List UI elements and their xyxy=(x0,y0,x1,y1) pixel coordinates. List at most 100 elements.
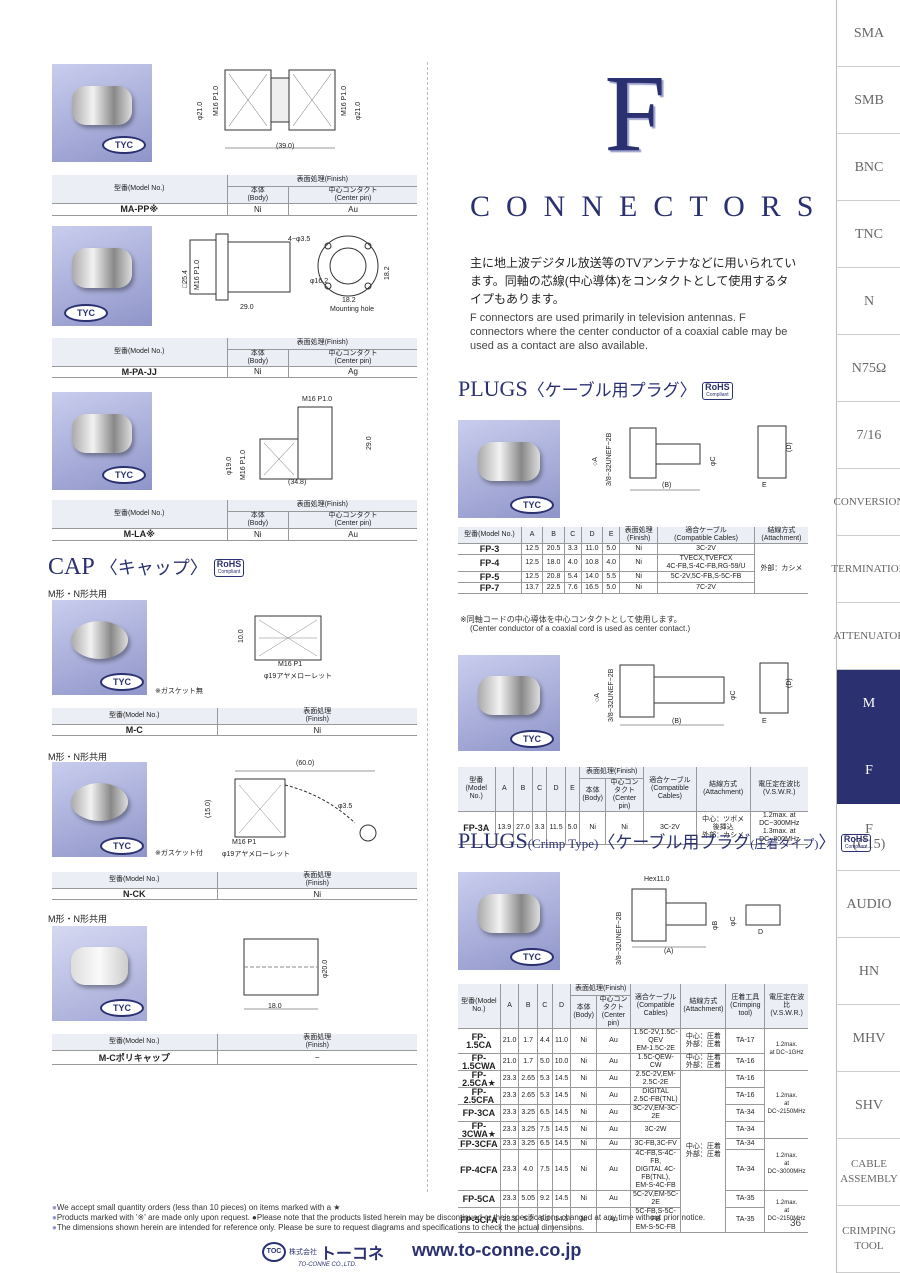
dim-t1: M16 P1.0 xyxy=(213,86,220,116)
col-body: 本体 (Body) xyxy=(570,995,597,1029)
cell: 23.3 xyxy=(499,1087,519,1105)
cell: 中心：ツボメ後挿込 外部：カシメ xyxy=(695,811,751,845)
side-tab-smb[interactable]: SMB xyxy=(837,67,900,134)
cell: 7.5 xyxy=(536,1121,553,1139)
vswr-cell: 1.2max. at DC~2150MHz xyxy=(764,1190,808,1233)
dim-w2: 18.2 xyxy=(342,297,356,304)
cell: 12.5 xyxy=(520,571,543,583)
dim-c: φC xyxy=(710,456,717,466)
model-m-pa-jj: M-PA-JJ xyxy=(52,366,227,378)
side-tab-bnc[interactable]: BNC xyxy=(837,134,900,201)
side-tab-attenuator[interactable]: ATTENUATOR xyxy=(833,603,900,670)
cell: 7.5 xyxy=(536,1149,553,1191)
n-ck-drawing xyxy=(234,770,377,842)
cell: 11.0 xyxy=(551,1028,571,1054)
model-cell: FP-4CFA xyxy=(458,1149,501,1191)
plugs-col: 型番(Model No.) xyxy=(458,527,522,544)
cell: 3C-2V xyxy=(643,811,697,845)
cell: TVECX,TVEFCX 4C-FB,S-4C-FB,RG-59/U xyxy=(657,554,755,572)
cell: 1.5C-QEW-CW xyxy=(629,1053,681,1071)
side-tab-conversion[interactable]: CONVERSION xyxy=(834,469,900,536)
model-cell: FP-2.5CA★ xyxy=(458,1070,501,1088)
col-model: 型番(Model No.) xyxy=(52,175,227,204)
tyc-logo: TYC xyxy=(100,999,144,1017)
dim-a: (A) xyxy=(664,948,674,955)
col: C xyxy=(531,767,547,812)
model-cell: FP-3CFA xyxy=(458,1138,501,1150)
side-tab-m[interactable]: M xyxy=(837,670,900,737)
col-body: 本体 (Body) xyxy=(579,778,606,812)
m-la-drawing xyxy=(259,406,333,480)
cell: 7C-2V xyxy=(657,582,755,594)
side-tab-f[interactable]: F xyxy=(837,737,900,804)
company-url[interactable]: www.to-conne.co.jp xyxy=(412,1240,582,1260)
footer-note: ●We accept small quantity orders (less t… xyxy=(52,1203,705,1213)
cell: 5.2 xyxy=(518,1207,538,1233)
vswr-cell: 1.2max. at DC~2150MHz xyxy=(764,1070,808,1139)
col-finish: 表面処理(Finish) xyxy=(226,175,417,187)
cell: 4.4 xyxy=(536,1028,553,1054)
cell: 14.5 xyxy=(551,1121,571,1139)
side-tab-7-16[interactable]: 7/16 xyxy=(837,402,900,469)
crimp-title-jp-sub: (圧着タイプ) xyxy=(750,837,819,851)
side-tab-n[interactable]: N xyxy=(837,268,900,335)
body-m-la: Ni xyxy=(226,528,289,541)
cell: 5.5 xyxy=(602,571,620,583)
cell: 1.2max. at DC~300MHz 1.3max. at DC~800MH… xyxy=(749,811,808,845)
cell: 14.5 xyxy=(551,1087,571,1105)
cell: 13.9 xyxy=(494,811,514,845)
col-body: 本体 (Body) xyxy=(226,186,289,204)
pin-m-pa-jj: Ag xyxy=(288,366,417,378)
model-cell: FP-7 xyxy=(458,582,522,594)
cell: Ni xyxy=(619,582,658,594)
cell: 14.5 xyxy=(551,1104,571,1122)
cell: 5.3 xyxy=(536,1087,553,1105)
dim-thread: 3/8−32UNEF−2B xyxy=(606,432,613,486)
cell: 1.7 xyxy=(518,1028,538,1054)
side-tab-shv[interactable]: SHV xyxy=(837,1072,900,1139)
side-tab-tnc[interactable]: TNC xyxy=(837,201,900,268)
model-cell: FP-5CFA xyxy=(458,1207,501,1233)
fp3a-drawing xyxy=(619,662,789,726)
side-tab-hn[interactable]: HN xyxy=(837,938,900,1005)
dim-d: (D) xyxy=(786,678,793,688)
cell: 11.5 xyxy=(546,811,566,845)
dim-d: φ19.0 xyxy=(226,456,233,475)
side-tab-audio[interactable]: AUDIO xyxy=(837,871,900,938)
cell: Au xyxy=(595,1138,631,1150)
dim-len: (34.8) xyxy=(288,479,307,486)
cell: 4.0 xyxy=(518,1149,538,1191)
side-tab-n75-[interactable]: N75Ω xyxy=(837,335,900,402)
side-tab-f-c15-[interactable]: F(C15) xyxy=(837,804,900,871)
m-pa-jj-photo: TYC xyxy=(52,226,152,326)
tyc-logo: TYC xyxy=(102,136,146,154)
plugs-col: B xyxy=(542,527,565,544)
crimp-title-jp-end: 〉 xyxy=(818,833,836,852)
company-logo-icon: TOC xyxy=(262,1242,286,1262)
dim-b: (B) xyxy=(672,718,682,725)
cell: 10.0 xyxy=(551,1053,571,1071)
cell: 2.5C-2V,EM-2.5C-2E xyxy=(629,1070,681,1088)
header-row: 本体 (Body)中心コンタクト (Center pin) xyxy=(458,778,808,812)
side-tab-termination[interactable]: TERMINATION xyxy=(831,536,900,603)
cell: 4.0 xyxy=(563,554,582,572)
model-ma-pp: MA-PP※ xyxy=(52,203,227,216)
cell: 23.3 xyxy=(499,1104,519,1122)
col: C xyxy=(536,984,553,1029)
model-cell: FP-3A xyxy=(458,811,495,845)
footer-note-text: The dimensions shown herein are intended… xyxy=(56,1223,585,1232)
side-tab-sma[interactable]: SMA xyxy=(837,0,900,67)
cell: 4C-FB,S-4C-FB, DIGITAL 4C-FB(TNL), EM-S-… xyxy=(629,1149,681,1191)
cell: Au xyxy=(595,1104,631,1122)
dim-t: M16 P1.0 xyxy=(240,450,247,480)
side-tab-mhv[interactable]: MHV xyxy=(837,1005,900,1072)
cell: Ni xyxy=(619,554,658,572)
col-model: 型番(Model No.) xyxy=(52,1034,217,1051)
